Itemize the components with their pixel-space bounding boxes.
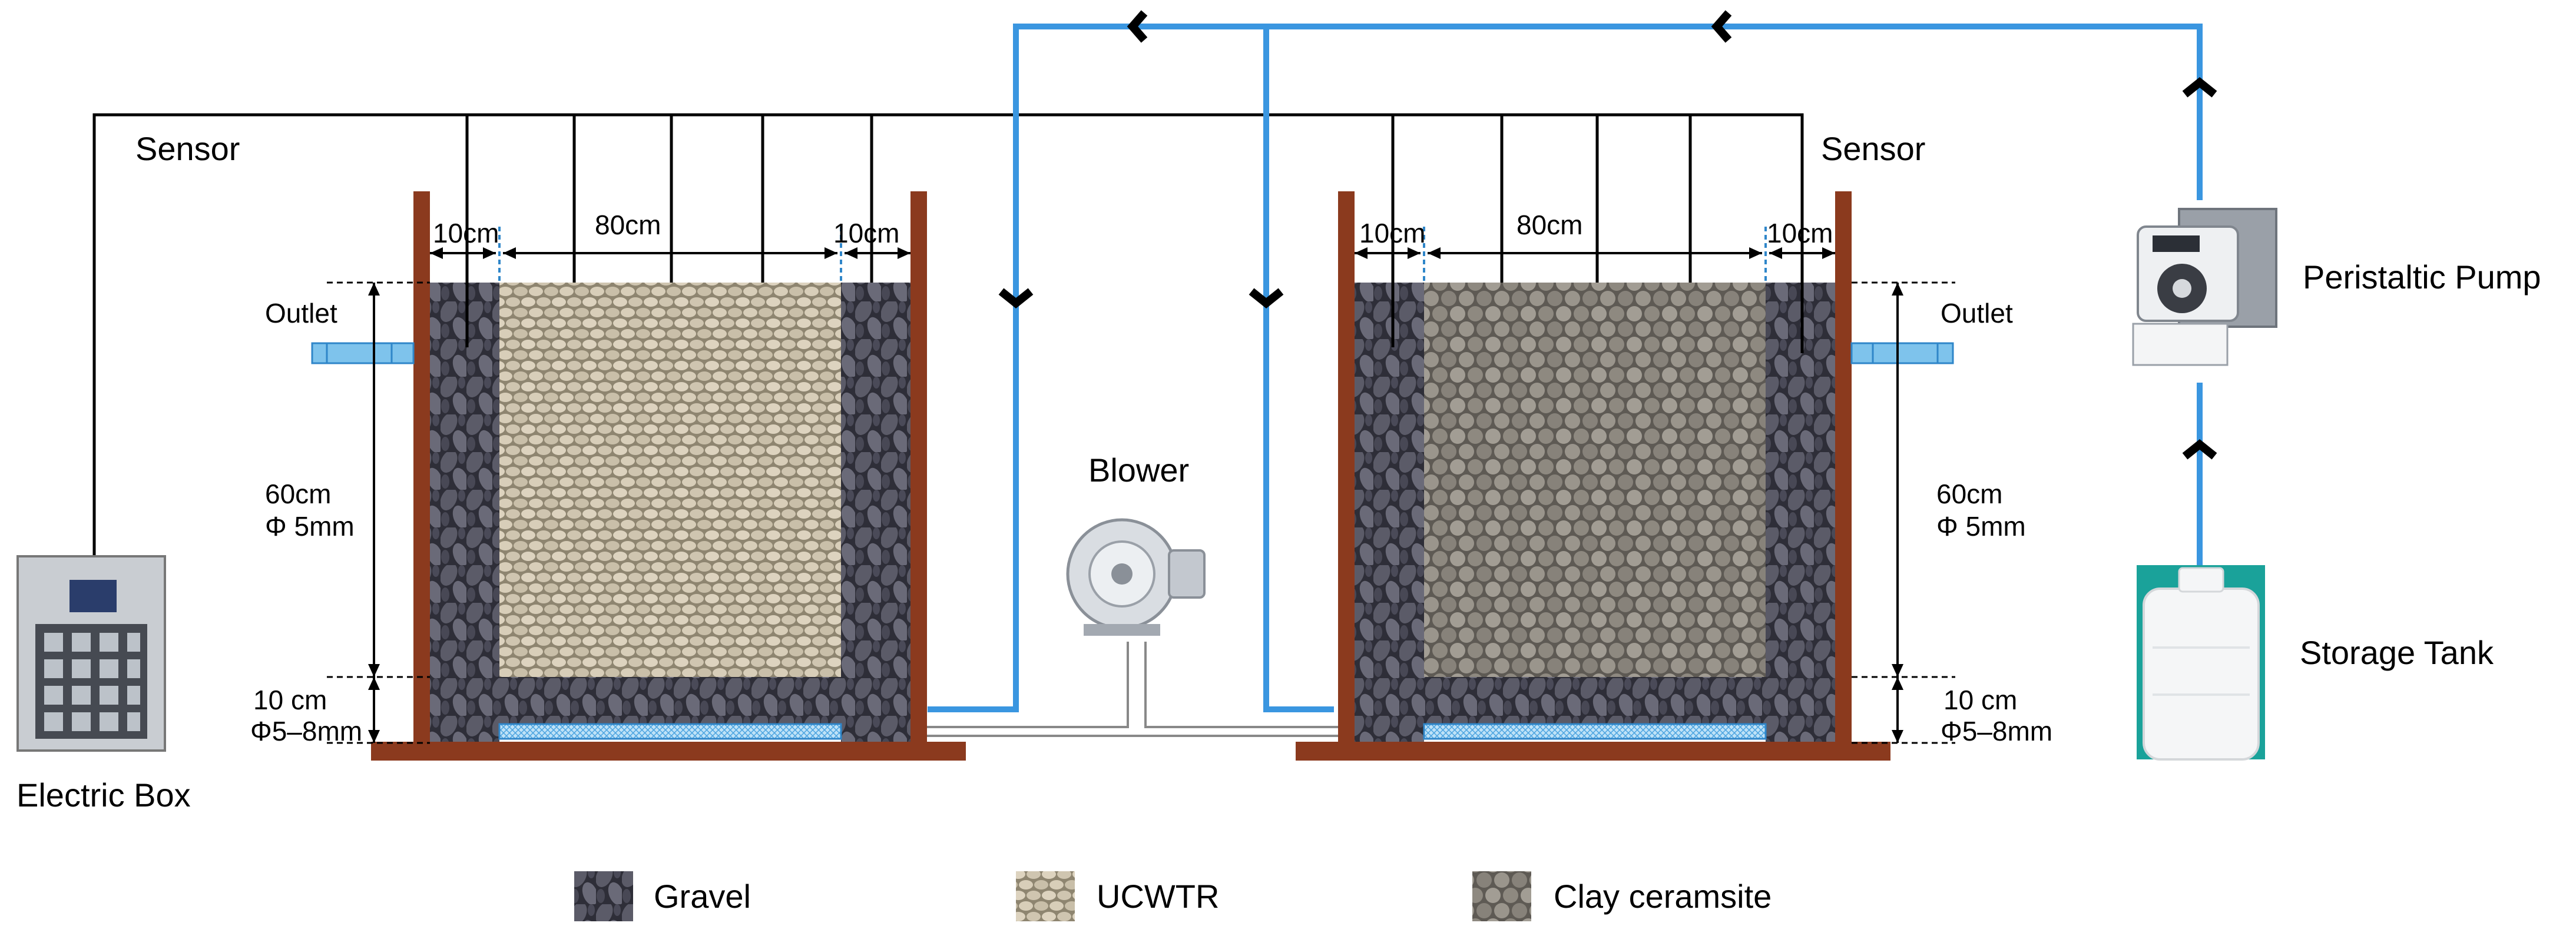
dim-gravel-right-a: 10cm [1359, 218, 1425, 248]
outlet-pipe-right [1850, 342, 1954, 364]
tank-wall [1338, 191, 1355, 742]
gravel-base [1424, 677, 1766, 724]
dim-main-size-right: Φ 5mm [1936, 511, 2026, 542]
outlet-label-left: Outlet [265, 298, 337, 328]
peristaltic-pump [2132, 206, 2277, 377]
aerator-right [1423, 723, 1767, 740]
dim-main-depth-left: 60cm [265, 479, 331, 509]
outlet-pipe-left [311, 342, 415, 364]
dim-main-depth-right: 60cm [1936, 479, 2002, 509]
air-lines [910, 642, 1372, 737]
outlet-label-right: Outlet [1941, 298, 2013, 328]
dim-gravel-left-a: 10cm [433, 218, 499, 248]
flow-arrows [998, 10, 2217, 460]
legend-label-ucwtr: UCWTR [1097, 878, 1219, 915]
dim-gravel-left-b: 10cm [833, 218, 899, 248]
peristaltic-pump-label: Peristaltic Pump [2303, 258, 2541, 296]
tank-base [371, 742, 966, 761]
storage-tank [2137, 565, 2265, 761]
tank-wall [910, 191, 927, 742]
dim-main-size-left: Φ 5mm [265, 511, 355, 542]
sensor-label-left: Sensor [135, 130, 240, 167]
flow-arrow-left-icon [1711, 10, 1732, 43]
blower-label: Blower [1088, 452, 1189, 489]
flow-arrow-down-icon [998, 288, 1034, 308]
flow-arrow-left-icon [1127, 10, 1148, 43]
wetland-right: Outlet 10cm 80cm 10cm [1296, 147, 2052, 761]
tank-wall [413, 191, 430, 742]
dim-base-depth-left: 10 cm [253, 685, 327, 715]
clay-ceramsite-media [1424, 283, 1766, 677]
aerator-left [498, 723, 842, 740]
gravel-base [499, 677, 841, 724]
wetland-left: Outlet 10cm 80cm 10cm [250, 191, 966, 761]
electric-box [16, 555, 166, 752]
legend-label-gravel: Gravel [654, 878, 751, 915]
gravel-zone-left-b [841, 283, 910, 742]
storage-tank-label: Storage Tank [2300, 634, 2494, 671]
sensor-label-right: Sensor [1821, 130, 1925, 167]
blower [1066, 503, 1216, 642]
dim-base-size-left: Φ5–8mm [250, 716, 362, 746]
legend-label-clay-ceramsite: Clay ceramsite [1554, 878, 1772, 915]
electric-box-label: Electric Box [16, 776, 191, 814]
gravel-zone-left-a [430, 283, 499, 742]
legend-swatch-ucwtr [1016, 871, 1075, 921]
flow-arrow-down-icon [1249, 288, 1284, 308]
flow-arrow-up-icon [2182, 439, 2217, 460]
legend-swatch-clay-ceramsite [1472, 871, 1531, 921]
legend: Gravel UCWTR Clay ceramsite [574, 871, 1772, 921]
dim-base-size-right: Φ5–8mm [1941, 716, 2052, 746]
ucwtr-media [499, 283, 841, 677]
dim-base-depth-right: 10 cm [1943, 685, 2017, 715]
tank-wall [1835, 191, 1852, 742]
legend-swatch-gravel [574, 871, 633, 921]
dim-media-width: 80cm [595, 210, 661, 240]
tank-base [1296, 742, 1890, 761]
gravel-zone-right-b [1766, 283, 1835, 742]
dim-gravel-right-b: 10cm [1767, 218, 1833, 248]
gravel-zone-right-a [1355, 283, 1424, 742]
dim-media-width: 80cm [1517, 210, 1582, 240]
flow-arrow-up-icon [2182, 77, 2217, 98]
